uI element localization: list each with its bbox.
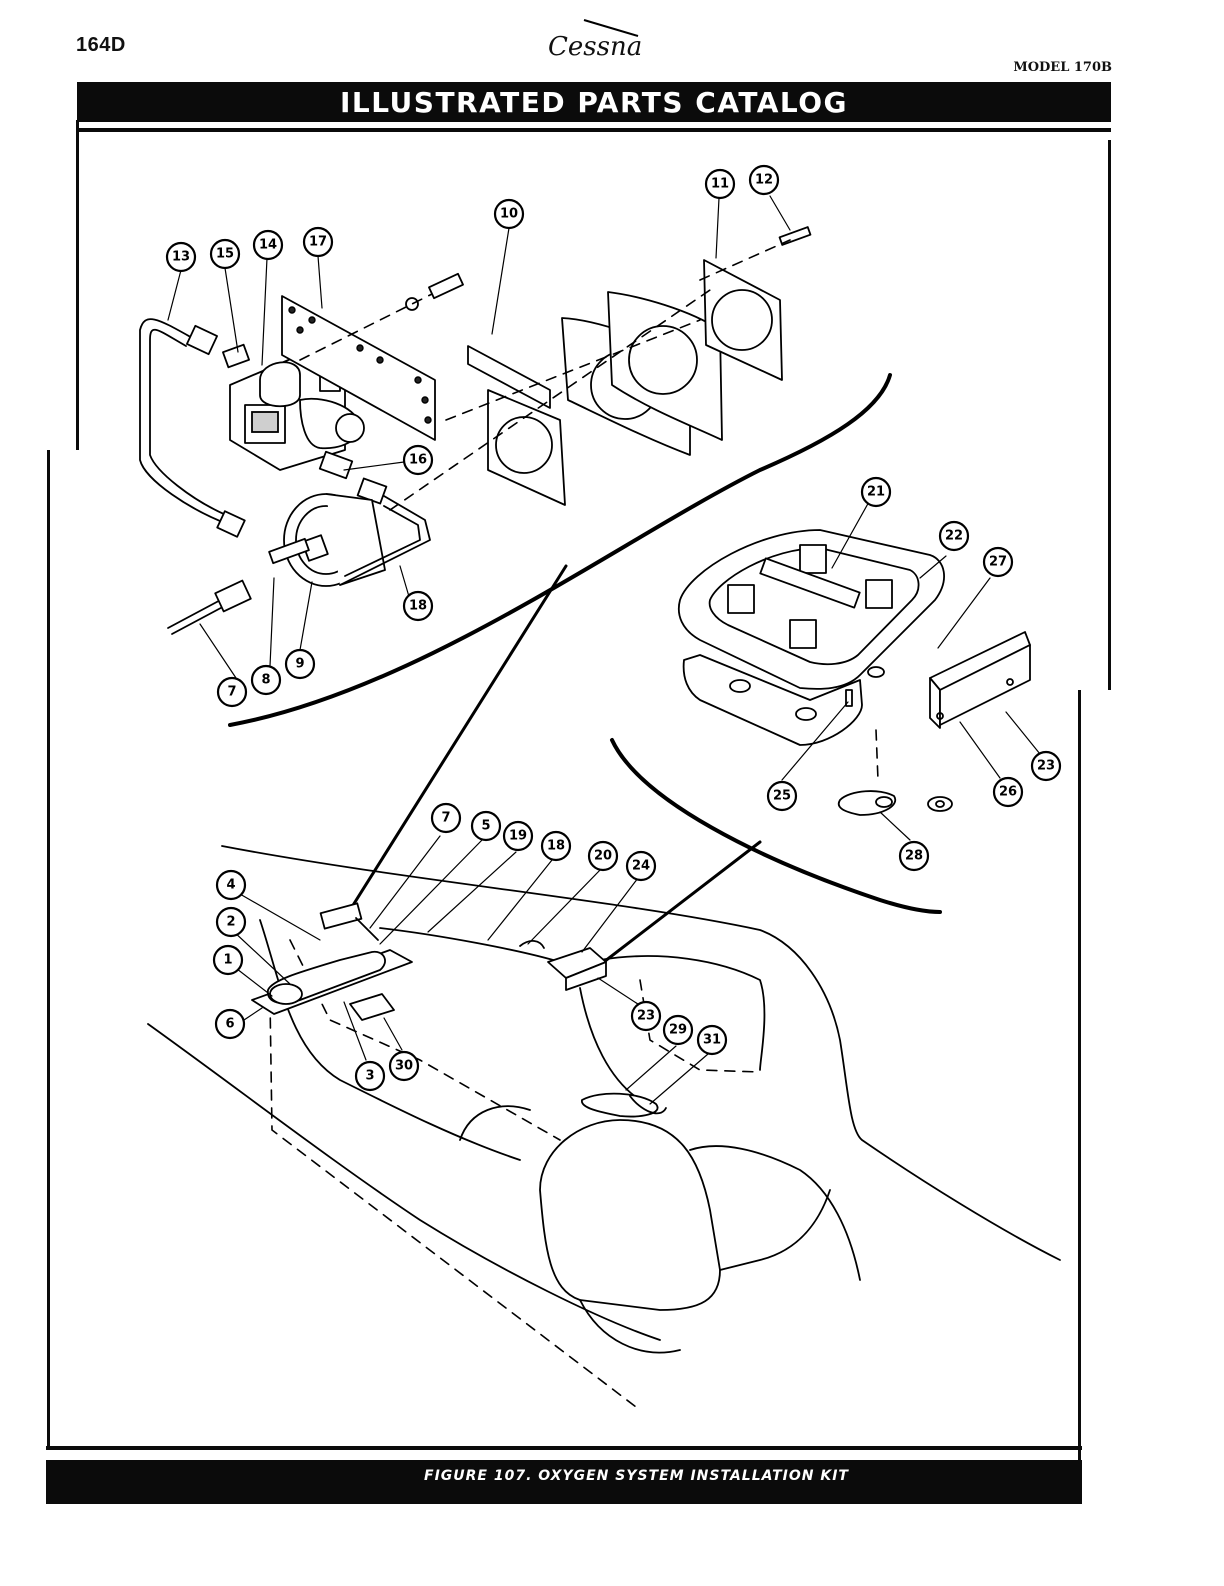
callout-2: 2 xyxy=(215,906,247,938)
svg-text:7: 7 xyxy=(441,811,450,826)
callout-7-lower: 7 xyxy=(430,802,462,834)
caption-topline xyxy=(46,1446,1082,1450)
brand-logo: Cessna xyxy=(548,18,648,64)
svg-text:10: 10 xyxy=(500,207,518,222)
callout-23-upper: 23 xyxy=(1030,750,1062,782)
regulator-assembly xyxy=(139,318,431,635)
callout-15: 15 xyxy=(209,238,241,270)
callout-12: 12 xyxy=(748,164,780,196)
svg-text:27: 27 xyxy=(989,555,1007,570)
callout-30: 30 xyxy=(388,1050,420,1082)
svg-text:21: 21 xyxy=(867,485,885,500)
outlet-detail-border xyxy=(610,738,942,914)
detail-leaders xyxy=(348,564,762,970)
callout-11: 11 xyxy=(704,168,736,200)
svg-text:9: 9 xyxy=(295,657,304,672)
callout-13: 13 xyxy=(165,241,197,273)
svg-text:22: 22 xyxy=(945,529,963,544)
svg-text:28: 28 xyxy=(905,849,923,864)
svg-text:15: 15 xyxy=(216,247,234,262)
svg-text:8: 8 xyxy=(261,673,270,688)
svg-text:20: 20 xyxy=(594,849,612,864)
svg-text:25: 25 xyxy=(773,789,791,804)
callout-6: 6 xyxy=(214,1008,246,1040)
svg-text:19: 19 xyxy=(509,829,527,844)
svg-text:23: 23 xyxy=(637,1009,655,1024)
brand-name: Cessna xyxy=(548,32,643,62)
page-number: 164D xyxy=(76,34,126,56)
callout-24: 24 xyxy=(625,850,657,882)
callout-8: 8 xyxy=(250,664,282,696)
callout-18-lower: 18 xyxy=(540,830,572,862)
callout-leaders xyxy=(167,195,1041,1105)
callout-28: 28 xyxy=(898,840,930,872)
callout-10: 10 xyxy=(493,198,525,230)
outlet-box xyxy=(678,529,1031,816)
figure-caption: FIGURE 107. OXYGEN SYSTEM INSTALLATION K… xyxy=(424,1468,849,1484)
svg-text:18: 18 xyxy=(547,839,565,854)
svg-text:23: 23 xyxy=(1037,759,1055,774)
title-bar: ILLUSTRATED PARTS CATALOG xyxy=(77,82,1111,122)
svg-text:16: 16 xyxy=(409,453,427,468)
brand-swoosh-icon xyxy=(583,19,639,37)
callout-7-upper: 7 xyxy=(216,676,248,708)
svg-text:31: 31 xyxy=(703,1033,721,1048)
caption-bar: FIGURE 107. OXYGEN SYSTEM INSTALLATION K… xyxy=(46,1460,1082,1504)
frame-left-border xyxy=(76,120,79,450)
svg-text:2: 2 xyxy=(226,915,235,930)
callout-18-upper: 18 xyxy=(402,590,434,622)
callout-21: 21 xyxy=(860,476,892,508)
callout-19: 19 xyxy=(502,820,534,852)
callout-9: 9 xyxy=(284,648,316,680)
svg-text:3: 3 xyxy=(365,1069,374,1084)
svg-text:30: 30 xyxy=(395,1059,413,1074)
svg-text:7: 7 xyxy=(227,685,236,700)
svg-text:12: 12 xyxy=(755,173,773,188)
regulator-detail-border xyxy=(228,373,892,727)
svg-text:26: 26 xyxy=(999,785,1017,800)
catalog-title: ILLUSTRATED PARTS CATALOG xyxy=(339,86,849,119)
callout-17: 17 xyxy=(302,226,334,258)
svg-text:6: 6 xyxy=(225,1017,234,1032)
svg-text:11: 11 xyxy=(711,177,729,192)
svg-text:18: 18 xyxy=(409,599,427,614)
callout-3: 3 xyxy=(354,1060,386,1092)
callout-1: 1 xyxy=(212,944,244,976)
svg-text:13: 13 xyxy=(172,250,190,265)
svg-text:4: 4 xyxy=(226,878,235,893)
callout-31: 31 xyxy=(696,1024,728,1056)
callout-20: 20 xyxy=(587,840,619,872)
callout-23-lower: 23 xyxy=(630,1000,662,1032)
svg-text:17: 17 xyxy=(309,235,327,250)
callout-27: 27 xyxy=(982,546,1014,578)
callout-25: 25 xyxy=(766,780,798,812)
callout-26: 26 xyxy=(992,776,1024,808)
model-label: MODEL 170B xyxy=(1013,60,1112,75)
callout-22: 22 xyxy=(938,520,970,552)
callout-4: 4 xyxy=(215,869,247,901)
aircraft-cabin-view xyxy=(147,845,1061,1411)
frame-right-border xyxy=(1108,140,1111,690)
frame-right-border-lower xyxy=(1078,690,1081,1460)
callout-16: 16 xyxy=(402,444,434,476)
svg-text:24: 24 xyxy=(632,859,650,874)
callout-29: 29 xyxy=(662,1014,694,1046)
mounting-plates xyxy=(281,226,812,511)
svg-text:5: 5 xyxy=(481,819,490,834)
svg-text:14: 14 xyxy=(259,238,277,253)
callout-14: 14 xyxy=(252,229,284,261)
callout-5: 5 xyxy=(470,810,502,842)
svg-text:1: 1 xyxy=(223,953,232,968)
svg-text:29: 29 xyxy=(669,1023,687,1038)
frame-left-border-lower xyxy=(47,450,50,1450)
title-underline xyxy=(77,128,1111,132)
